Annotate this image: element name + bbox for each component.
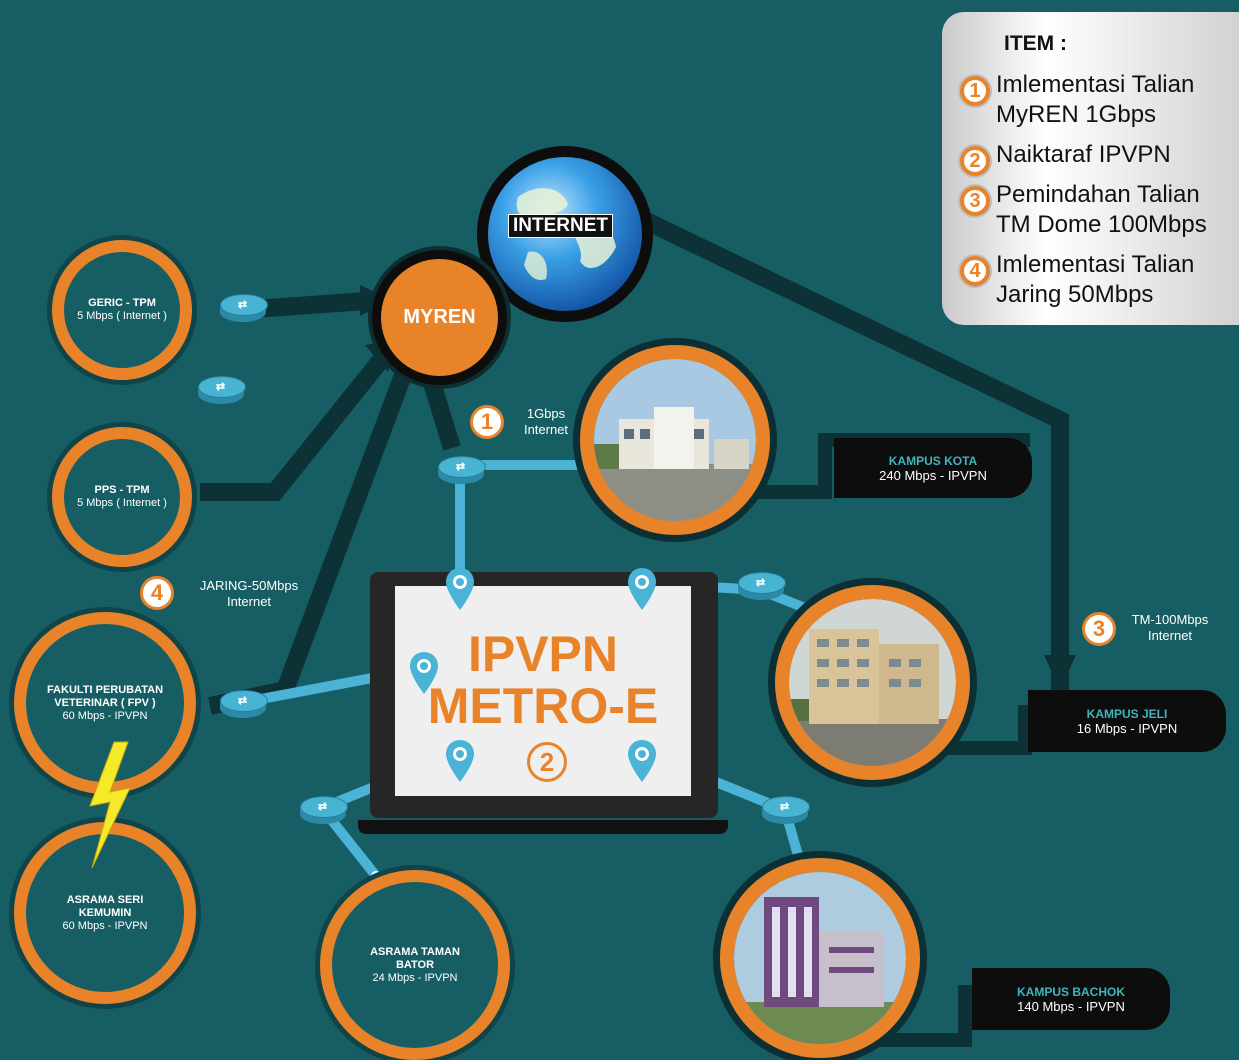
laptop-base: [358, 820, 728, 834]
campus-speed: 140 Mbps - IPVPN: [1017, 998, 1125, 1014]
node-name: ASRAMA SERI: [66, 893, 144, 906]
internet-globe-icon: [477, 146, 653, 322]
note-jaring-50mbps: JARING-50Mbps Internet: [184, 578, 314, 610]
legend-number-badge: 3: [960, 186, 990, 216]
node-name: FAKULTI PERUBATAN: [46, 683, 164, 696]
legend-item-text: Pemindahan Talian: [996, 181, 1200, 208]
arrow-to-jeli: [1044, 655, 1076, 690]
legend-item-2: 2 Naiktaraf IPVPN: [960, 140, 1171, 176]
node-speed: 5 Mbps ( Internet ): [77, 497, 167, 509]
note-tm-100mbps: TM-100Mbps Internet: [1120, 612, 1220, 644]
node-speed: 24 Mbps - IPVPN: [372, 971, 458, 984]
legend-item-text: Imlementasi Talian: [996, 251, 1195, 278]
ipvpn-metro-e-title: IPVPN METRO-E: [395, 628, 691, 732]
note-1gbps: 1Gbps Internet: [512, 406, 580, 438]
map-pin-icon: [446, 568, 474, 610]
node-name: GERIC - TPM: [88, 297, 156, 309]
map-pin-icon: [410, 652, 438, 694]
router-icon: ⇄: [762, 796, 810, 826]
legend-item-text: Jaring 50Mbps: [996, 281, 1154, 308]
lightning-bolt-icon: [89, 741, 131, 869]
legend-number-badge: 1: [960, 76, 990, 106]
center-number-badge: 2: [527, 742, 567, 782]
campus-jeli-photo: [775, 585, 970, 780]
node-taman-bator: ASRAMA TAMAN BATOR 24 Mbps - IPVPN: [320, 870, 510, 1060]
router-icon: ⇄: [738, 572, 786, 602]
router-icon: ⇄: [300, 796, 348, 826]
note-text: JARING-50Mbps: [199, 578, 299, 593]
node-seri-kemumin: ASRAMA SERI KEMUMIN 60 Mbps - IPVPN: [14, 822, 196, 1004]
note-4-badge: 4: [140, 576, 174, 610]
note-text: Internet: [523, 422, 569, 437]
campus-kota-photo: [580, 345, 770, 535]
legend-item-text: TM Dome 100Mbps: [996, 211, 1207, 238]
legend-number-badge: 4: [960, 256, 990, 286]
campus-speed: 16 Mbps - IPVPN: [1076, 720, 1178, 736]
legend-item-text: MyREN 1Gbps: [996, 101, 1157, 128]
note-text: Internet: [1147, 628, 1193, 643]
router-icon: ⇄: [220, 690, 268, 720]
node-name: PPS - TPM: [94, 484, 150, 496]
node-name: VETERINAR ( FPV ): [54, 696, 156, 709]
trunk-pps-myren: [200, 349, 393, 501]
campus-speed: 240 Mbps - IPVPN: [879, 467, 987, 483]
center-title-line1: IPVPN: [467, 626, 619, 682]
map-pin-icon: [628, 740, 656, 782]
note-3-badge: 3: [1082, 612, 1116, 646]
router-icon: ⇄: [438, 456, 486, 486]
router-icon: ⇄: [198, 376, 246, 406]
legend-item-3: 3 Pemindahan Talian TM Dome 100Mbps: [960, 180, 1207, 240]
internet-label: INTERNET: [508, 214, 613, 238]
node-speed: 60 Mbps - IPVPN: [62, 919, 148, 932]
label-kampus-kota: KAMPUS KOTA 240 Mbps - IPVPN: [834, 438, 1032, 498]
note-text: Internet: [226, 594, 272, 609]
legend-title: ITEM :: [1004, 32, 1067, 55]
myren-label: MYREN: [403, 306, 476, 328]
router-icon: ⇄: [220, 294, 268, 324]
label-kampus-bachok: KAMPUS BACHOK 140 Mbps - IPVPN: [972, 968, 1170, 1030]
campus-name: KAMPUS JELI: [1086, 706, 1168, 721]
note-text: TM-100Mbps: [1131, 612, 1209, 627]
map-pin-icon: [446, 740, 474, 782]
node-pps: PPS - TPM 5 Mbps ( Internet ): [52, 427, 192, 567]
note-text: 1Gbps: [526, 406, 566, 421]
map-pin-icon: [628, 568, 656, 610]
legend-number-badge: 2: [960, 146, 990, 176]
node-speed: 5 Mbps ( Internet ): [77, 310, 167, 322]
node-name: BATOR: [395, 958, 435, 971]
myren-hub: MYREN: [372, 250, 507, 385]
legend-item-text: Naiktaraf IPVPN: [996, 141, 1171, 168]
node-name: KEMUMIN: [78, 906, 132, 919]
label-kampus-jeli: KAMPUS JELI 16 Mbps - IPVPN: [1028, 690, 1226, 752]
campus-name: KAMPUS BACHOK: [1017, 984, 1125, 999]
trunk-internet-jeli: [636, 209, 1069, 690]
legend-item-text: Imlementasi Talian: [996, 71, 1195, 98]
node-name: ASRAMA TAMAN: [370, 945, 460, 958]
campus-bachok-photo: [720, 858, 920, 1058]
campus-name: KAMPUS KOTA: [888, 453, 978, 468]
node-geric: GERIC - TPM 5 Mbps ( Internet ): [52, 240, 192, 380]
center-title-line2: METRO-E: [427, 678, 659, 734]
note-1-badge: 1: [470, 405, 504, 439]
node-speed: 60 Mbps - IPVPN: [62, 709, 148, 722]
